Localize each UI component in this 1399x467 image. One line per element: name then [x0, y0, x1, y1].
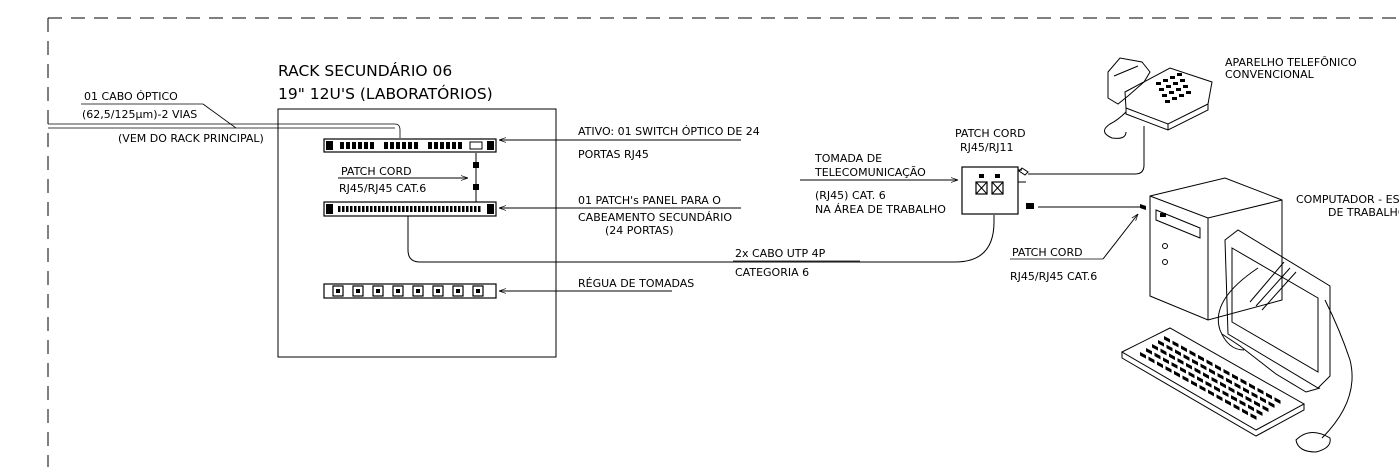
switch-label-line1: ATIVO: 01 SWITCH ÓPTICO DE 24 [578, 125, 760, 138]
computer-label-line1: COMPUTADOR - EST [1296, 193, 1399, 206]
computer-icon [1120, 177, 1353, 453]
pc-patch-cord-line2: RJ45/RJ45 CAT.6 [1010, 270, 1097, 283]
rack-frame [277, 108, 557, 358]
switch-label-line2: PORTAS RJ45 [578, 148, 649, 161]
phone-patch-cord-line2: RJ45/RJ11 [960, 141, 1013, 154]
pc-patch-cord-line1: PATCH CORD [1012, 246, 1083, 259]
power-strip [323, 283, 497, 299]
patch-panel [323, 201, 497, 217]
fiber-label-line1: 01 CABO ÓPTICO [84, 90, 178, 103]
phone-label-line1: APARELHO TELEFÔNICO [1225, 56, 1357, 69]
fiber-cable: 01 CABO ÓPTICO (62,5/125µm)-2 VIAS (VEM … [48, 90, 401, 145]
outlet-label-line3: (RJ45) CAT. 6 [815, 189, 886, 202]
telecom-outlet [961, 166, 1019, 215]
rack-title-line1: RACK SECUNDÁRIO 06 [278, 61, 452, 80]
fiber-origin-label: (VEM DO RACK PRINCIPAL) [118, 132, 264, 145]
computer-label-line2: DE TRABALHO [1328, 206, 1399, 219]
patch-panel-label-line2: CABEAMENTO SECUNDÁRIO [578, 211, 732, 224]
patch-panel-label-line1: 01 PATCH's PANEL PARA O [578, 194, 721, 207]
utp-cable [407, 215, 995, 263]
utp-label-line1: 2x CABO UTP 4P [735, 247, 826, 260]
drawing-border [47, 17, 1399, 467]
rack-patch-cord-line2: RJ45/RJ45 CAT.6 [339, 182, 426, 195]
fiber-label-line2: (62,5/125µm)-2 VIAS [82, 108, 197, 121]
rack-patch-cord-line1: PATCH CORD [341, 165, 412, 178]
outlet-label-line1: TOMADA DE [814, 152, 882, 165]
rack-title-line2: 19" 12U'S (LABORATÓRIOS) [278, 84, 493, 103]
outlet-label-line4: NA ÁREA DE TRABALHO [815, 203, 946, 216]
power-strip-label: RÉGUA DE TOMADAS [578, 277, 694, 290]
phone-label-line2: CONVENCIONAL [1225, 68, 1315, 81]
switch-device [323, 138, 497, 153]
telephone-icon [1104, 57, 1213, 139]
outlet-label-line2: TELECOMUNICAÇÃO [814, 166, 926, 179]
patch-panel-label-line3: (24 PORTAS) [605, 224, 674, 237]
phone-patch-cord-line1: PATCH CORD [955, 127, 1026, 140]
utp-label-line2: CATEGORIA 6 [735, 266, 809, 279]
rack-patch-cord [473, 153, 479, 203]
